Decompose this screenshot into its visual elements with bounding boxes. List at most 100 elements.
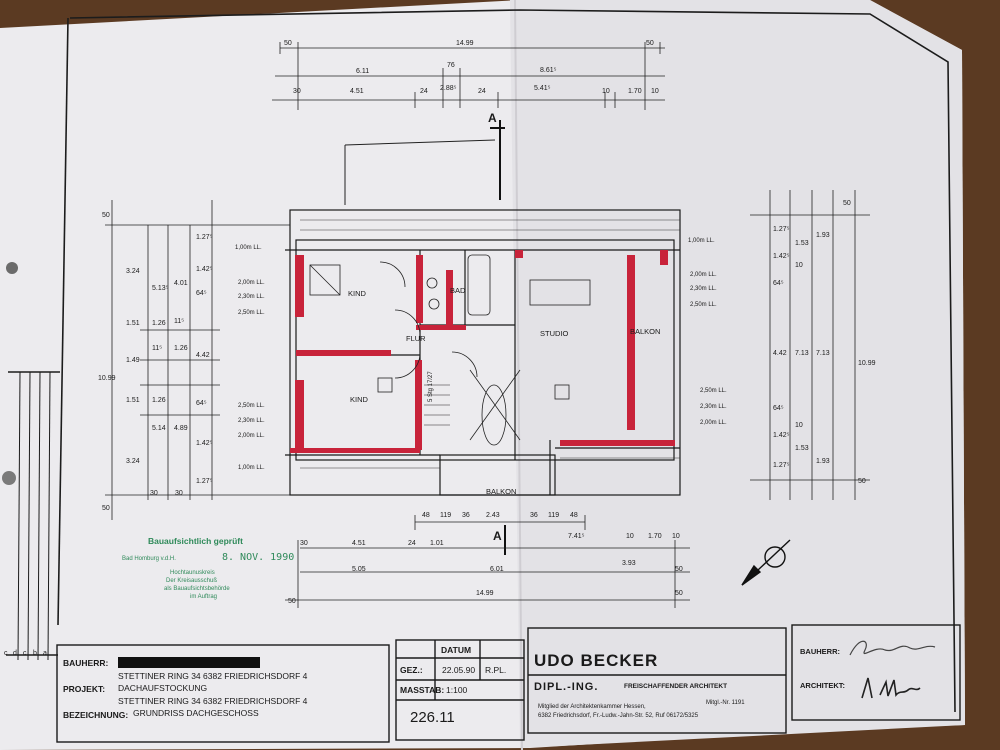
- dim-right-c1-4: 64⁵: [773, 405, 784, 412]
- level-left-7: 1,00m LL.: [238, 465, 265, 471]
- dim-bot-r1-0: 48: [422, 512, 430, 519]
- dim-left-small-1: 50: [102, 505, 110, 512]
- dim-top-r3-6: 10: [602, 88, 610, 95]
- level-right-1: 2,00m LL.: [690, 272, 717, 278]
- stamp-place: Bad Homburg v.d.H.: [122, 556, 176, 562]
- dim-left-c3-2: 4.42: [196, 352, 210, 359]
- architect-name: UDO BECKER: [534, 651, 659, 670]
- sig-architekt-label: ARCHITEKT:: [800, 681, 845, 690]
- level-left-6: 2,00m LL.: [238, 433, 265, 439]
- dim-top-r3-7: 1.70: [628, 88, 642, 95]
- dim-bot-r3-2: 3.93: [622, 560, 636, 567]
- dim-left-c1-3: 1.51: [126, 397, 140, 404]
- dim-bot-r2-2: 24: [408, 540, 416, 547]
- dim-left-c3-1: 1.26: [174, 345, 188, 352]
- dim-right-c2-0: 10: [795, 262, 803, 269]
- dim-right-c2-1: 1.53: [795, 240, 809, 247]
- dim-left-c1-0: 3.24: [126, 268, 140, 275]
- dim-top-r3-1: 4.51: [350, 88, 364, 95]
- dim-bot-r1-4: 36: [530, 512, 538, 519]
- section-mark-bottom: A: [493, 529, 502, 543]
- dim-bot-r1-1: 119: [440, 512, 452, 519]
- masstab-value: 1:100: [446, 685, 468, 695]
- dim-top-r2-0: 6.11: [356, 68, 370, 75]
- dim-bot-r3-1: 6.01: [490, 566, 504, 573]
- dim-bot-r2-7: 10: [672, 533, 680, 540]
- dim-left-small-0: 30: [150, 490, 158, 497]
- dim-bot-r1-5: 119: [548, 512, 560, 519]
- dim-left-c4-7: 1.27⁵: [196, 478, 213, 485]
- level-left-0: 1,00m LL.: [235, 245, 262, 251]
- dim-top-r1-1: 14.99: [456, 40, 474, 47]
- dim-left-c4-5: 64⁵: [196, 400, 207, 407]
- bezeichnung-value: GRUNDRISS DACHGESCHOSS: [133, 708, 259, 718]
- dim-bot-r1-2: 36: [462, 512, 470, 519]
- level-right-2: 2,30m LL.: [690, 286, 717, 292]
- dim-left-c4-3: 11⁵: [174, 318, 185, 325]
- dim-left-c3-0: 4.01: [174, 280, 188, 287]
- dim-top-r2-1: 76: [447, 62, 455, 69]
- dim-left-outer: 10.99: [98, 375, 116, 382]
- dim-left-c4-0: 1.27⁵: [196, 234, 213, 241]
- datum-label: DATUM: [441, 645, 472, 655]
- dim-right-c3-0: 1.93: [816, 232, 830, 239]
- member-number: Mitgl.-Nr. 1191: [706, 700, 745, 706]
- margin-letter-0: c: [4, 650, 8, 657]
- level-right-3: 2,50m LL.: [690, 302, 717, 308]
- dim-top-r3-3: 2.88⁵: [440, 85, 457, 92]
- dim-right-c2-4: 1.53: [795, 445, 809, 452]
- dim-left-c4-2: 64⁵: [196, 290, 207, 297]
- dim-right-c1-6: 1.27⁵: [773, 462, 790, 469]
- drawing-number: 226.11: [410, 709, 455, 726]
- dim-left-c4-1: 1.42⁵: [196, 266, 213, 273]
- level-left-2: 2,30m LL.: [238, 294, 265, 300]
- level-left-5: 2,30m LL.: [238, 418, 265, 424]
- dim-left-c2-2: 1.26: [152, 397, 166, 404]
- room-flur: FLUR: [406, 334, 426, 343]
- redacted-owner-name: [118, 657, 260, 668]
- stamp-date: 8. NOV. 1990: [222, 552, 295, 563]
- address-line: 6382 Friedrichsdorf, Fr.-Ludw.-Jahn-Str.…: [538, 713, 699, 719]
- dim-left-c1-4: 3.24: [126, 458, 140, 465]
- room-bad: BAD: [450, 286, 466, 295]
- dim-right-c3-1: 7.13: [816, 350, 830, 357]
- dim-right-c1-5: 1.42⁵: [773, 432, 790, 439]
- gez-initials: R.PL.: [485, 665, 507, 675]
- level-left-1: 2,00m LL.: [238, 280, 265, 286]
- dim-right-c2-2: 7.13: [795, 350, 809, 357]
- level-right-0: 1,00m LL.: [688, 238, 715, 244]
- level-left-4: 2,50m LL.: [238, 403, 265, 409]
- gez-label: GEZ.:: [400, 665, 423, 675]
- margin-letter-4: a: [43, 650, 47, 657]
- dim-top-r3-8: 10: [651, 88, 659, 95]
- dim-left-c4-4: 11⁵: [152, 345, 163, 352]
- dim-right-c1-0: 1.27⁵: [773, 226, 790, 233]
- margin-letter-2: c: [23, 650, 27, 657]
- dim-bot-r1-6: 48: [570, 512, 578, 519]
- dim-bot-r3-3: 50: [675, 566, 683, 573]
- dim-top-r3-0: 30: [293, 88, 301, 95]
- handwritten-signatures: [849, 640, 936, 699]
- dim-left-c2-1: 1.26: [152, 320, 166, 327]
- dim-left-small-2: 50: [102, 212, 110, 219]
- room-kind-2: KIND: [350, 395, 368, 404]
- dim-left-c1-1: 1.51: [126, 320, 140, 327]
- dim-top-r2-2: 8.61⁵: [540, 67, 557, 74]
- dim-bot-r3-0: 5.05: [352, 566, 366, 573]
- dim-left-c2-3: 5.14: [152, 425, 166, 432]
- dim-bot-r4-1: 14.99: [476, 590, 494, 597]
- architect-title: FREISCHAFFENDER ARCHITEKT: [624, 683, 728, 690]
- room-balkon-right: BALKON: [630, 327, 661, 336]
- stamp-title: Bauaufsichtlich geprüft: [148, 536, 243, 546]
- level-left-3: 2,50m LL.: [238, 310, 265, 316]
- dim-top-r3-2: 24: [420, 88, 428, 95]
- stamp-line2: Der Kreisausschuß: [166, 578, 218, 584]
- bezeichnung-label: BEZEICHNUNG:: [63, 710, 129, 720]
- dim-top-r3-4: 24: [478, 88, 486, 95]
- dim-right-small-1: 50: [858, 478, 866, 485]
- margin-letter-1: d: [13, 650, 17, 657]
- dim-bot-r2-0: 30: [300, 540, 308, 547]
- dim-top-r1-2: 50: [646, 40, 654, 47]
